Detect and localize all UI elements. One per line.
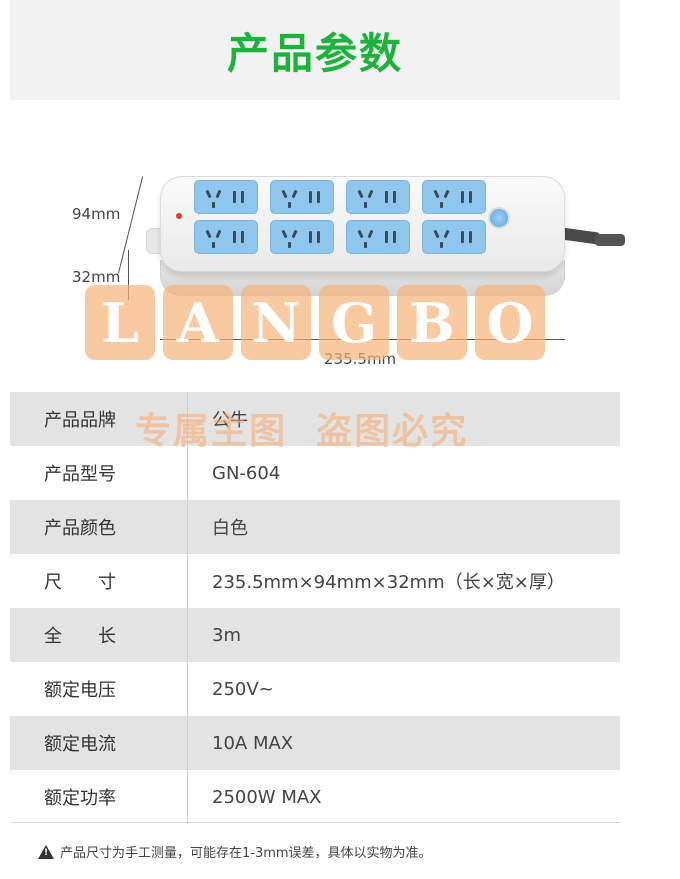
table-row: 产品型号 GN-604 <box>10 446 620 500</box>
product-image: 94mm 32mm 235.5mm L A N G B O <box>0 100 680 390</box>
socket-hole <box>233 191 236 203</box>
socket-hole <box>241 191 244 203</box>
socket-hole <box>433 229 440 239</box>
socket-hole <box>212 202 215 208</box>
socket-hole <box>364 202 367 208</box>
anti-theft-watermark: 专属主图 盗图必究 <box>135 410 469 452</box>
outlet-socket <box>346 220 410 254</box>
spec-key: 额定功率 <box>10 770 188 824</box>
spec-key: 产品型号 <box>10 446 188 500</box>
table-row: 产品品牌 公牛 <box>10 392 620 446</box>
indicator-light <box>176 213 182 219</box>
table-row: 全 长 3m <box>10 608 620 662</box>
socket-hole <box>291 189 298 199</box>
spec-key: 额定电压 <box>10 662 188 716</box>
watermark-letter: B <box>397 285 467 360</box>
outlet-socket <box>422 220 486 254</box>
height-label: 32mm <box>72 268 121 286</box>
socket-hole <box>393 231 396 243</box>
socket-hole <box>469 231 472 243</box>
socket-hole <box>443 229 450 239</box>
socket-hole <box>215 189 222 199</box>
socket-hole <box>393 191 396 203</box>
socket-hole <box>440 202 443 208</box>
footer-divider <box>10 822 620 823</box>
socket-hole <box>288 202 291 208</box>
table-row: 尺 寸 235.5mm×94mm×32mm（长×宽×厚） <box>10 554 620 608</box>
height-dimension-line <box>128 250 129 300</box>
socket-hole <box>281 229 288 239</box>
socket-hole <box>309 191 312 203</box>
watermark-letter: N <box>241 285 311 360</box>
socket-hole <box>281 189 288 199</box>
socket-hole <box>364 242 367 248</box>
socket-hole <box>215 229 222 239</box>
socket-hole <box>367 189 374 199</box>
socket-hole <box>357 229 364 239</box>
spec-value: 2500W MAX <box>212 786 322 808</box>
outlet-socket <box>194 220 258 254</box>
socket-hole <box>288 242 291 248</box>
socket-hole <box>205 189 212 199</box>
socket-hole <box>291 229 298 239</box>
socket-hole <box>385 231 388 243</box>
outlet-socket <box>194 180 258 214</box>
socket-hole <box>317 231 320 243</box>
socket-hole <box>385 191 388 203</box>
spec-value: 公牛 <box>212 410 248 431</box>
spec-value: 235.5mm×94mm×32mm（长×宽×厚） <box>212 572 565 593</box>
width-dimension-line <box>117 176 144 274</box>
spec-key: 产品品牌 <box>10 392 188 446</box>
socket-hole <box>469 191 472 203</box>
page-title: 产品参数 <box>226 28 403 78</box>
spec-value: GN-604 <box>212 462 281 484</box>
table-row: 额定电流 10A MAX <box>10 716 620 770</box>
spec-value: 10A MAX <box>212 732 294 754</box>
watermark-letter: G <box>319 285 389 360</box>
socket-hole <box>317 191 320 203</box>
socket-hole <box>205 229 212 239</box>
brand-watermark: L A N G B O <box>85 285 545 360</box>
measurement-note: 产品尺寸为手工测量，可能存在1-3mm误差，具体以实物为准。 <box>38 842 432 861</box>
spec-value: 白色 <box>212 518 248 539</box>
spec-key: 产品颜色 <box>10 500 188 554</box>
title-banner: 产品参数 <box>10 0 620 100</box>
outlet-socket <box>270 220 334 254</box>
watermark-letter: L <box>85 285 155 360</box>
outlet-socket <box>422 180 486 214</box>
width-label: 94mm <box>72 205 121 223</box>
socket-hole <box>357 189 364 199</box>
socket-hole <box>309 231 312 243</box>
table-row: 额定电压 250V~ <box>10 662 620 716</box>
spec-value: 250V~ <box>212 678 274 700</box>
outlet-socket <box>346 180 410 214</box>
socket-hole <box>233 231 236 243</box>
table-row: 额定功率 2500W MAX <box>10 770 620 824</box>
warning-icon <box>38 844 54 859</box>
watermark-letter: O <box>475 285 545 360</box>
socket-hole <box>461 231 464 243</box>
table-row: 产品颜色 白色 <box>10 500 620 554</box>
socket-hole <box>433 189 440 199</box>
power-switch-icon <box>488 207 510 229</box>
watermark-letter: A <box>163 285 233 360</box>
power-cable-end <box>595 234 625 246</box>
socket-hole <box>443 189 450 199</box>
spec-value: 3m <box>212 624 241 646</box>
socket-hole <box>461 191 464 203</box>
socket-hole <box>241 231 244 243</box>
spec-table: 产品品牌 公牛 产品型号 GN-604 产品颜色 白色 尺 寸 235.5mm×… <box>10 392 620 824</box>
socket-hole <box>212 242 215 248</box>
socket-hole <box>440 242 443 248</box>
note-text: 产品尺寸为手工测量，可能存在1-3mm误差，具体以实物为准。 <box>60 846 432 861</box>
socket-hole <box>367 229 374 239</box>
spec-key: 全 长 <box>10 608 188 662</box>
outlet-socket <box>270 180 334 214</box>
spec-key: 尺 寸 <box>10 554 188 608</box>
spec-key: 额定电流 <box>10 716 188 770</box>
